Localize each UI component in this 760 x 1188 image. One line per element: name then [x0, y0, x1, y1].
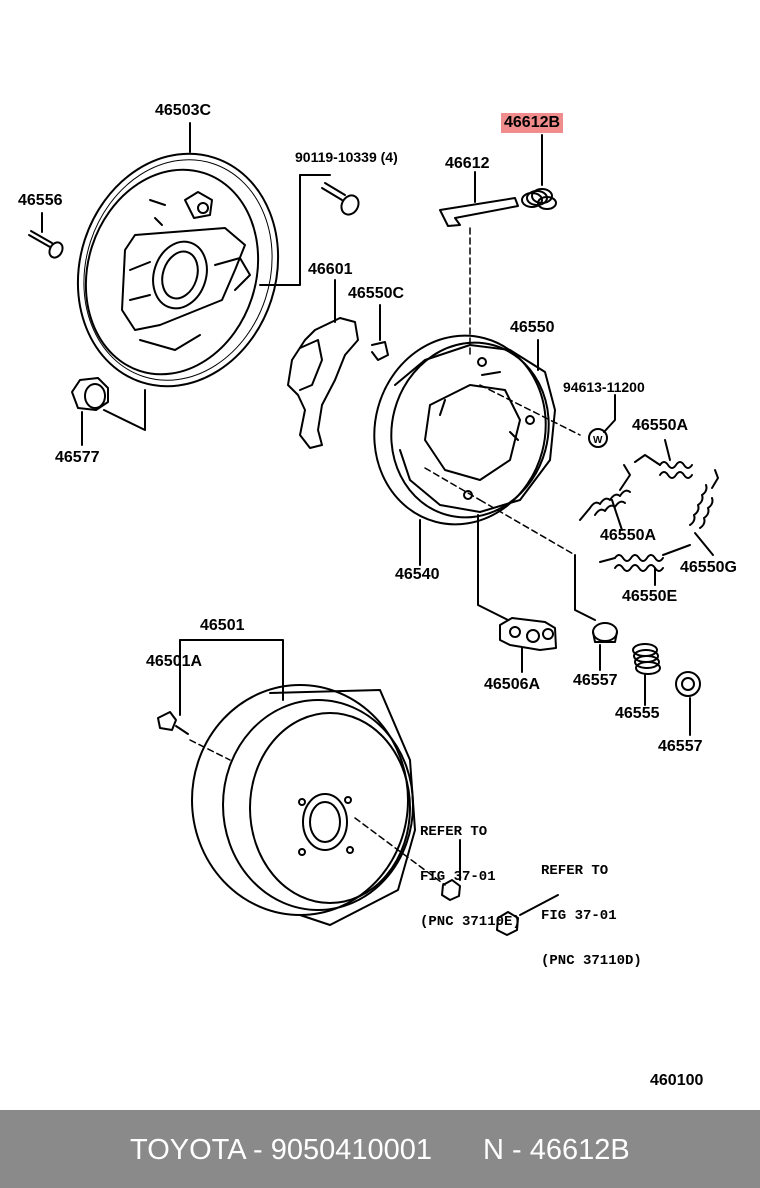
clip-drawing — [371, 304, 389, 361]
refer-1-line2: FIG 37-01 — [420, 869, 496, 885]
bolt-drawing — [259, 174, 360, 286]
spring-46555-drawing — [632, 643, 661, 706]
washer-drawing: W — [588, 394, 616, 448]
drawing-number: 460100 — [650, 1072, 704, 1089]
label-wheel-cylinder: 46506A — [484, 676, 541, 693]
parts-diagram: W — [28, 122, 719, 936]
spring-46550g-drawing — [689, 469, 719, 556]
label-drum: 46501 — [200, 617, 245, 634]
footer-bar: TOYOTA - 9050410001 N - 46612B — [0, 1110, 760, 1188]
spring-46550e-drawing — [599, 544, 691, 586]
label-lever: 46601 — [308, 261, 353, 278]
nut-1-drawing — [441, 839, 461, 901]
label-spring-g: 46550G — [680, 559, 737, 576]
label-plug-bolt: 46556 — [18, 192, 63, 209]
assembly-lines — [189, 227, 581, 886]
backing-plate-drawing — [76, 152, 280, 388]
adjuster-spring-drawing — [521, 134, 557, 210]
label-grommet: 46577 — [55, 449, 100, 466]
label-spring-55: 46555 — [615, 705, 660, 722]
cup-2-drawing — [675, 671, 701, 736]
refer-note-2: REFER TO FIG 37-01 (PNC 37110D) — [541, 834, 642, 984]
brake-drum-drawing — [179, 639, 416, 926]
label-spring-a-top: 46550A — [632, 417, 689, 434]
svg-text:W: W — [593, 435, 603, 446]
label-spring-e: 46550E — [622, 588, 678, 605]
label-hub-bolt: 46501A — [146, 653, 203, 670]
parking-lever-drawing — [287, 279, 359, 449]
strut-drawing — [439, 171, 519, 227]
leader-wheel-cylinder — [477, 514, 509, 621]
hub-bolt-drawing — [157, 711, 189, 735]
label-highlighted-part: 46612B — [501, 113, 564, 133]
label-bolt: 90119-10339 (4) — [295, 149, 398, 165]
refer-2-line3: (PNC 37110D) — [541, 953, 642, 969]
cup-1-drawing — [592, 622, 618, 671]
refer-1-line1: REFER TO — [420, 824, 488, 840]
nut-2-drawing — [496, 894, 559, 936]
footer-part-ref: N - 46612B — [483, 1134, 630, 1166]
label-washer: 94613-11200 — [563, 379, 645, 395]
footer-brand-code: TOYOTA - 9050410001 — [130, 1134, 433, 1166]
refer-2-line2: FIG 37-01 — [541, 908, 617, 924]
refer-1-line3: (PNC 37110E) — [420, 914, 521, 930]
refer-note-1: REFER TO FIG 37-01 (PNC 37110E) — [420, 795, 521, 945]
spring-46550a-top-drawing — [634, 439, 693, 479]
label-cup-1: 46557 — [573, 672, 618, 689]
refer-2-line1: REFER TO — [541, 863, 609, 879]
label-cup-2: 46557 — [658, 738, 703, 755]
label-shoe-set: 46550 — [510, 319, 555, 336]
spring-46550a-mid-drawing — [579, 464, 631, 531]
leader-cup — [574, 554, 596, 621]
label-clip: 46550C — [348, 285, 405, 302]
wheel-cylinder-drawing — [499, 617, 557, 673]
grommet-drawing — [71, 377, 146, 446]
plug-bolt-drawing — [28, 212, 64, 259]
label-backing-plate: 46503C — [155, 102, 212, 119]
label-shoe: 46540 — [395, 566, 440, 583]
label-strut: 46612 — [445, 155, 490, 172]
label-spring-a-mid: 46550A — [600, 527, 657, 544]
brake-shoe-drawing — [373, 334, 556, 566]
